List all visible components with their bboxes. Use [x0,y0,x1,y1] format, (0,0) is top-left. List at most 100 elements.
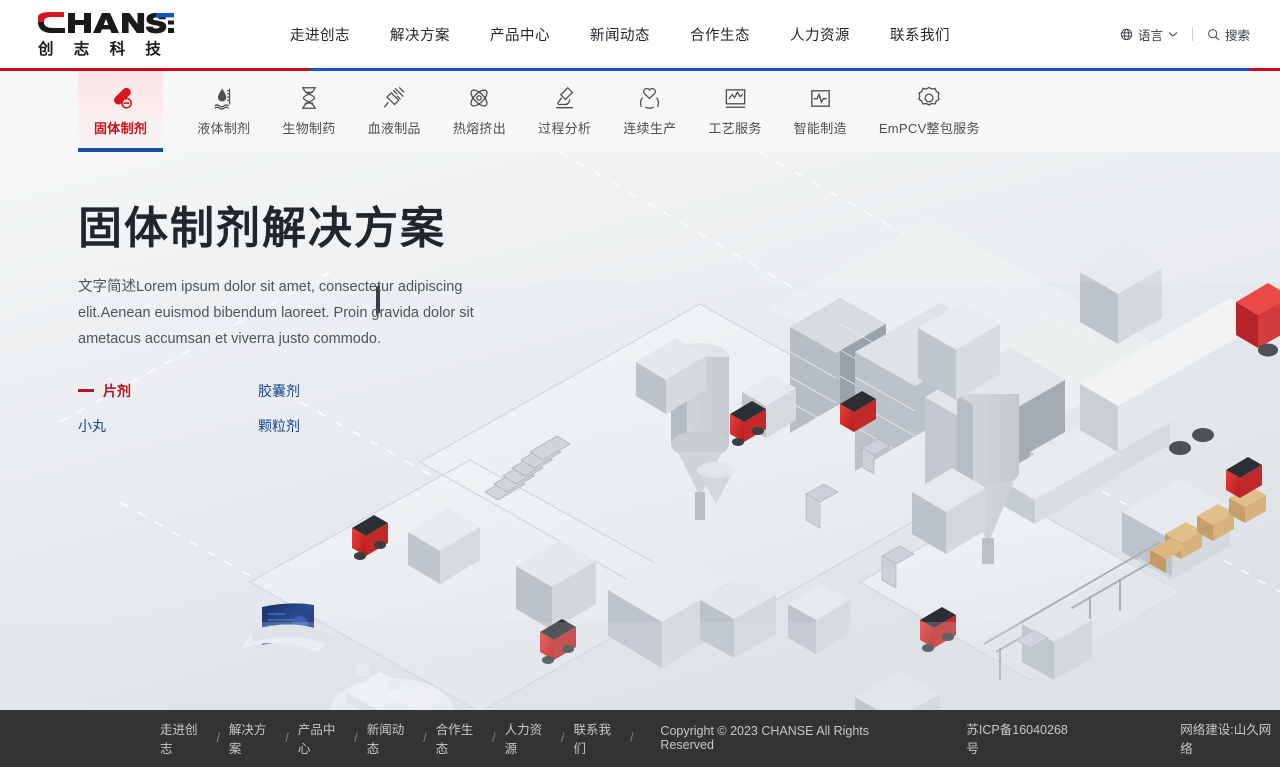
tab-smart-manufacturing[interactable]: 智能制造 [778,71,863,152]
nav-item-2[interactable]: 产品中心 [490,27,550,44]
header-divider [1191,27,1193,41]
machine-cabinets [408,246,1230,710]
staircase [484,435,571,501]
pulse-box-icon [808,85,833,111]
syringe-icon [382,85,407,111]
tab-solid-dosage[interactable]: 固体制剂 [78,71,164,152]
atom-icon [466,85,492,111]
tab-label: 固体制剂 [94,120,148,136]
footer-links: 走进创志 / 解决方案 / 产品中心 / 新闻动态 / 合作生态 / 人力资源 … [160,719,642,757]
footer-link-6[interactable]: 联系我们 [573,722,612,756]
hero-link-capsule[interactable]: 胶囊剂 [258,381,438,401]
nav-item-3[interactable]: 新闻动态 [590,27,650,44]
forklift-1 [352,284,388,560]
footer-site-builder[interactable]: 网络建设:山久网络 [1180,722,1272,756]
forklift-2 [540,619,576,664]
forklift-4 [920,607,956,652]
tab-label: EmPCV整包服务 [878,120,980,136]
accent-red-left [0,68,310,71]
main-navigation: 走进创志 解决方案 产品中心 新闻动态 合作生态 人力资源 联系我们 [270,24,970,45]
droplet-icon [212,85,236,111]
misc-equipment [805,438,1049,649]
tab-label: 连续生产 [623,120,677,136]
header-utilities: 语言 搜索 [1120,25,1250,44]
tab-empcv-turnkey[interactable]: EmPCV整包服务 [863,71,996,152]
tab-label: 血液制品 [367,120,421,136]
site-footer: 走进创志 / 解决方案 / 产品中心 / 新闻动态 / 合作生态 / 人力资源 … [0,708,1280,767]
hero-link-tablet[interactable]: 片剂 [78,381,258,401]
tab-hot-melt-extrusion[interactable]: 热熔挤出 [437,71,522,152]
tab-liquid-dosage[interactable]: 液体制剂 [181,71,266,152]
nav-item-5[interactable]: 人力资源 [790,27,850,44]
footer-link-3[interactable]: 新闻动态 [366,722,405,756]
language-switcher[interactable]: 语言 [1120,25,1192,44]
hero-link-pellet[interactable]: 小丸 [78,416,258,436]
chart-box-icon [723,85,748,111]
tab-process-analysis[interactable]: 过程分析 [522,71,607,152]
footer-separator: / [216,730,220,745]
footer-link-1[interactable]: 解决方案 [228,722,267,756]
forklift-5 [1226,457,1262,498]
language-label: 语言 [1137,28,1163,43]
search-trigger[interactable]: 搜索 [1193,25,1250,44]
solution-tabbar: 固体制剂 液体制剂 [0,71,1280,152]
footer-link-2[interactable]: 产品中心 [297,722,336,756]
svg-text:创 志 科 技: 创 志 科 技 [37,39,169,58]
nav-item-0[interactable]: 走进创志 [290,27,350,44]
tab-label: 工艺服务 [708,120,762,136]
chevron-down-icon [1168,31,1178,38]
tab-biopharma[interactable]: 生物制药 [266,71,351,152]
search-icon [1207,28,1220,41]
header-accent-rule [0,68,1280,71]
footer-separator: / [354,730,358,745]
hero-description: 文字简述Lorem ipsum dolor sit amet, consecte… [78,279,474,347]
brand-logo[interactable]: 创 志 科 技 [34,10,174,58]
tab-label: 热熔挤出 [452,120,507,136]
accent-blue-mid [310,68,1250,71]
nav-item-1[interactable]: 解决方案 [390,27,450,44]
hero-link-label: 胶囊剂 [258,382,300,399]
footer-separator: / [285,730,289,745]
hero-link-label: 片剂 [103,382,131,399]
hero-link-label: 小丸 [78,417,106,434]
forklift-3 [730,401,766,446]
tab-gap [163,71,181,152]
microscope-icon [553,85,577,111]
tab-label: 生物制药 [282,120,336,136]
footer-copyright: Copyright © 2023 CHANSE All Rights Reser… [660,723,870,752]
active-dash-marker [78,389,94,392]
hero-illustration [0,152,1280,710]
gear-icon [916,85,942,111]
tab-label: 液体制剂 [197,120,251,136]
footer-separator: / [629,730,634,745]
process-silos [671,343,1019,564]
search-label: 搜索 [1224,28,1250,43]
tab-process-service[interactable]: 工艺服务 [692,71,777,152]
dna-icon [298,85,320,111]
footer-separator: / [561,730,565,745]
tab-continuous-manufacturing[interactable]: 连续生产 [607,71,692,152]
hero-link-label: 颗粒剂 [258,417,300,434]
tab-label: 智能制造 [793,120,847,136]
footer-icp-record[interactable]: 苏ICP备16040268号 [966,722,1068,756]
footer-link-4[interactable]: 合作生态 [435,722,474,756]
nav-item-6[interactable]: 联系我们 [890,27,950,44]
hero-link-granule[interactable]: 颗粒剂 [258,416,438,436]
brand-logo-mark: 创 志 科 技 [37,12,174,58]
hero-banner: 固体制剂解决方案 文字简述Lorem ipsum dolor sit amet,… [0,152,1280,710]
footer-separator: / [423,730,427,745]
isometric-factory-scene [0,152,1280,710]
control-room [242,603,454,710]
tab-blood-products[interactable]: 血液制品 [352,71,437,152]
nav-item-4[interactable]: 合作生态 [690,27,750,44]
footer-link-5[interactable]: 人力资源 [504,722,543,756]
packaging-conveyor [980,486,1266,706]
delivery-truck [1080,283,1280,455]
forklift-6 [840,391,876,432]
tab-label: 过程分析 [538,120,592,136]
accent-red-right [1250,68,1280,71]
footer-link-0[interactable]: 走进创志 [160,722,198,756]
footer-separator: / [492,730,496,745]
capsule-icon [108,85,134,111]
